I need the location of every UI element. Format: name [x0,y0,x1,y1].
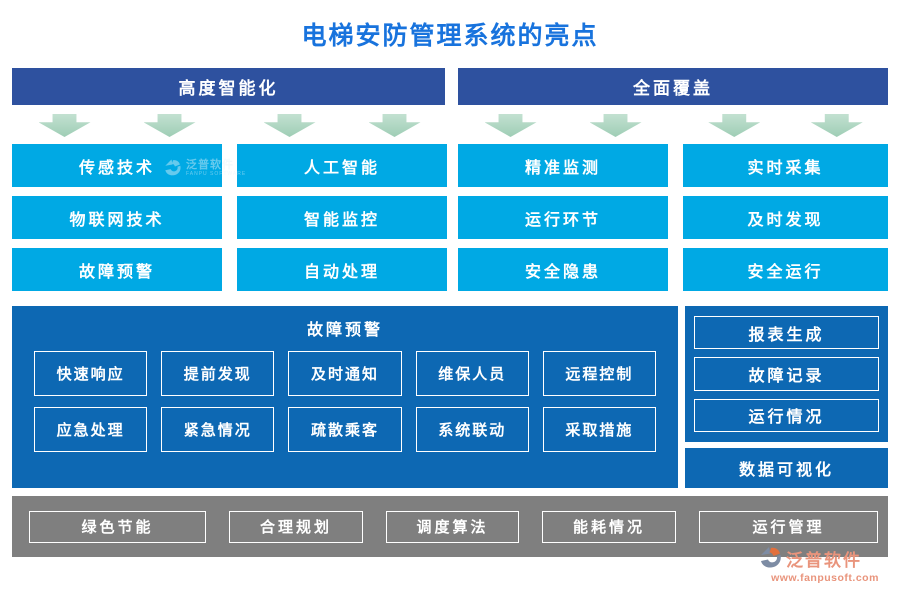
fault-row-1: 快速响应 提前发现 及时通知 维保人员 远程控制 [12,351,678,396]
bottom-block: 运行管理 [699,510,878,543]
fault-panel-title: 故障预警 [306,322,383,339]
brand-name: 泛普软件 [786,550,862,570]
arrow-cell [458,114,668,138]
feature-row-1: 传感技术 人工智能 精准监测 实时采集 [12,144,888,187]
feature-block: 实时采集 [683,144,888,187]
down-arrow-icon [368,114,421,137]
bottom-block: 调度算法 [386,510,519,543]
section-header-coverage: 全面覆盖 [458,68,888,105]
feature-block: 精准监测 [458,144,668,187]
bottom-block: 绿色节能 [29,510,206,543]
bottom-bar: 绿色节能 合理规划 调度算法 能耗情况 运行管理 [12,496,888,557]
arrow-cell [12,114,222,138]
fault-block: 疏散乘客 [288,407,402,452]
fault-block: 维保人员 [415,351,529,396]
fault-block: 提前发现 [161,351,275,396]
down-arrow-icon [708,114,761,137]
brand-logo: 泛普软件 www.fanpusoft.com [758,545,892,584]
fault-block: 应急处理 [34,407,148,452]
fault-row-2: 应急处理 紧急情况 疏散乘客 系统联动 采取措施 [12,407,678,452]
arrow-row [12,114,888,138]
down-arrow-icon [38,114,91,137]
down-arrow-icon [589,114,642,137]
section-header-smart: 高度智能化 [12,68,445,105]
feature-block: 自动处理 [237,248,447,291]
fault-block: 采取措施 [542,407,657,452]
feature-block: 智能监控 [237,196,447,239]
down-arrow-icon [143,114,196,137]
bottom-block: 能耗情况 [542,510,676,543]
fault-block: 远程控制 [542,351,657,396]
bottom-block: 合理规划 [229,510,363,543]
feature-row-3: 故障预警 自动处理 安全隐患 安全运行 [12,248,888,291]
arrow-cell [683,114,888,138]
fanpu-logo-icon [761,547,781,568]
feature-block: 传感技术 [12,144,222,187]
feature-block: 安全隐患 [458,248,668,291]
feature-block: 人工智能 [237,144,447,187]
feature-block: 安全运行 [683,248,888,291]
page-title: 电梯安防管理系统的亮点 [301,22,599,50]
feature-block: 物联网技术 [12,196,222,239]
report-block: 报表生成 [694,316,879,350]
fault-block: 快速响应 [34,351,148,396]
report-block: 故障记录 [694,357,879,391]
fault-warning-panel: 故障预警 快速响应 提前发现 及时通知 维保人员 远程控制 应急处理 紧急情况 … [12,306,678,488]
down-arrow-icon [484,114,537,137]
down-arrow-icon [263,114,316,137]
feature-block: 及时发现 [683,196,888,239]
feature-block: 故障预警 [12,248,222,291]
fault-block: 及时通知 [288,351,402,396]
fault-block: 紧急情况 [161,407,275,452]
arrow-cell [237,114,447,138]
feature-row-2: 物联网技术 智能监控 运行环节 及时发现 [12,196,888,239]
report-panel: 报表生成 故障记录 运行情况 [685,306,888,442]
fault-block: 系统联动 [415,407,529,452]
feature-block: 运行环节 [458,196,668,239]
data-visualization-bar: 数据可视化 [685,448,888,488]
down-arrow-icon [810,114,863,137]
report-block: 运行情况 [694,398,879,432]
brand-url: www.fanpusoft.com [771,572,879,584]
